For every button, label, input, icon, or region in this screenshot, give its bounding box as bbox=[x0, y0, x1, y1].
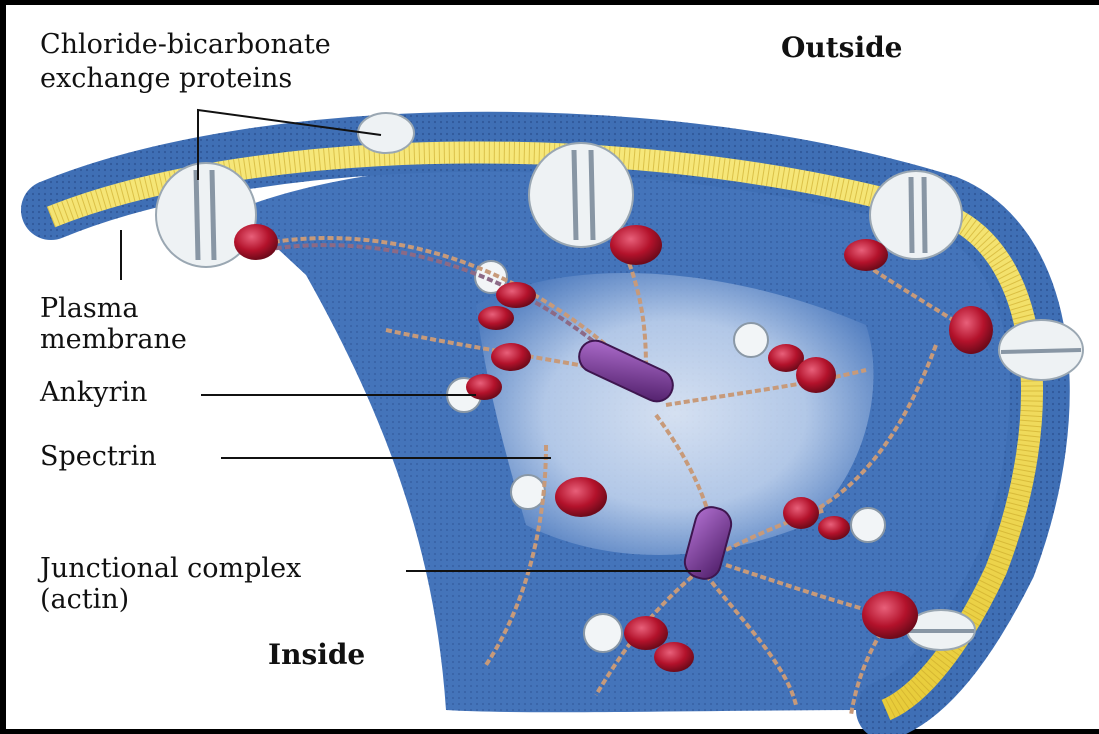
outside-label: Outside bbox=[781, 32, 902, 64]
plasma-label-line1: Plasma bbox=[40, 293, 138, 325]
junctional-label-line2: (actin) bbox=[40, 584, 129, 616]
ankyrin-label: Ankyrin bbox=[40, 377, 147, 409]
spectrin-label: Spectrin bbox=[40, 441, 157, 473]
plasma-label-line2: membrane bbox=[40, 324, 187, 356]
chloride-label-line2: exchange proteins bbox=[40, 63, 292, 95]
junctional-label-line1: Junctional complex bbox=[40, 553, 301, 585]
membrane-illustration bbox=[6, 5, 1099, 734]
chloride-label-line1: Chloride-bicarbonate bbox=[40, 29, 331, 61]
inside-label: Inside bbox=[268, 639, 365, 671]
